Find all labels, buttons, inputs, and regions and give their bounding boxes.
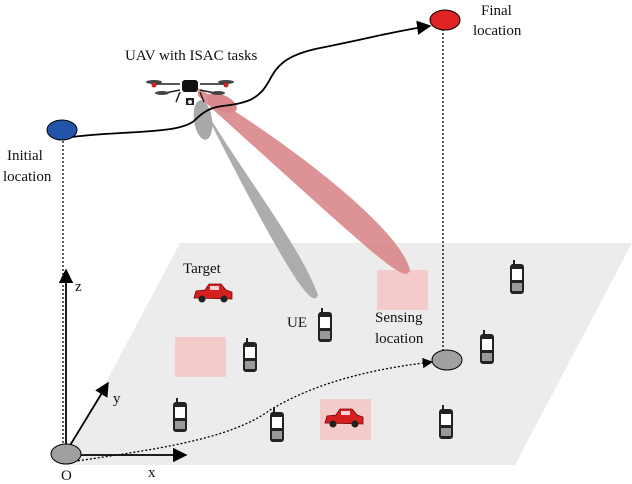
phone-icon [242,337,258,373]
uav-trajectory [63,20,432,139]
origin-label: O [61,468,72,484]
initial-location-marker [46,119,78,141]
phone-icon [269,407,285,443]
sensing-location-ground-marker [431,349,463,371]
final-location-marker [429,9,461,31]
target-label: Target [183,261,222,277]
x-axis-label: x [148,465,156,481]
phone-icon [509,259,525,295]
drone-icon [146,80,234,105]
sensing-area-left [175,337,226,377]
sensing-label-line1: Sensing [375,310,423,326]
phone-icon [479,329,495,365]
ground-trajectory [69,357,434,463]
phone-icon-ue [317,307,333,343]
ue-label: UE [287,315,307,331]
z-axis-label: z [75,279,82,295]
initial-label-line2: location [3,169,52,185]
phone-icon [438,404,454,440]
y-axis [65,381,109,453]
uav-label: UAV with ISAC tasks [125,48,258,64]
sensing-area-top [377,270,428,310]
origin-marker [50,443,82,465]
final-label-line1: Final [481,3,512,19]
final-label-line2: location [473,23,522,39]
initial-label-line1: Initial [7,148,43,164]
y-axis-label: y [113,391,121,407]
sensing-label-line2: location [375,331,424,347]
phone-icon [172,397,188,433]
